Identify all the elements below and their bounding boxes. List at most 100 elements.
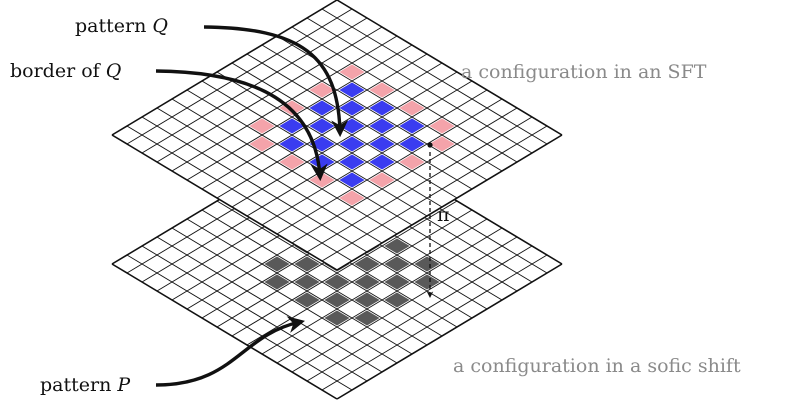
pattern-q-cell [309,100,335,116]
pattern-p-cell [294,274,320,290]
pi-label: π [437,204,450,226]
border-q-cell [249,136,275,152]
sft-grid-line [321,8,548,145]
sofic-grid-line [231,200,458,337]
sofic-grid-line [186,218,413,355]
sofic-grid-line [216,200,443,337]
sft-grid-background [112,0,562,270]
border-q-cell [279,154,305,170]
pattern-q-cell [339,100,365,116]
pattern-p-cell [384,292,410,308]
sft-grid-lines [111,0,563,271]
pattern-p-arrow [155,316,305,387]
sofic-grid-line [111,263,338,400]
pattern-p-cell [414,256,440,272]
sofic-grid-line [246,209,473,346]
projection-source-dot [427,142,433,148]
pattern-q-cell [369,136,395,152]
pattern-q-cell [399,136,425,152]
sft-grid-line [231,71,458,208]
pattern-q-cell [369,100,395,116]
pattern-p-cell [264,274,290,290]
pattern-p-cell [264,256,290,272]
border-q-arrow [155,69,328,182]
sft-grid-line [306,116,533,253]
sft-grid-line [201,53,428,190]
pattern-q-label: pattern Q [75,15,168,37]
pattern-p-cell [384,238,410,254]
pattern-p-cell [324,292,350,308]
pattern-p-cell [354,274,380,290]
pattern-p-cell [324,274,350,290]
sofic-grid-line [291,236,518,373]
sofic-grid-line [171,227,398,364]
sft-grid-line [186,89,413,226]
pattern-q-cell [279,118,305,134]
sft-caption: a configuration in an SFT [461,61,707,83]
sft-grid-line [111,0,338,136]
pattern-q-cell [369,154,395,170]
sft-grid-line [216,62,443,199]
sft-grid-line [321,125,548,262]
border-q-cell [339,64,365,80]
sofic-grid-line [156,236,383,373]
sft-grid-line [246,53,473,190]
sofic-grid-line [336,263,563,400]
pattern-q-cell [339,172,365,188]
sft-grid [111,0,563,271]
sft-grid-line [336,0,563,136]
pattern-p-cell [354,292,380,308]
sft-grid-line [336,134,563,271]
pattern-q-cell [399,118,425,134]
sft-grid-line [291,26,518,163]
sft-grid-line [261,44,488,181]
pattern-q-cell [279,136,305,152]
pattern-p-label: pattern P [40,374,131,396]
sft-grid-line [306,17,533,154]
pattern-p-cell [324,310,350,326]
sofic-grid-line [321,254,548,391]
sofic-grid-line [276,227,503,364]
sft-grid-line [246,80,473,217]
sft-grid-line [276,98,503,235]
sft-grid-line [261,89,488,226]
border-q-cell [429,136,455,152]
sft-grid-line [186,44,413,181]
border-q-label: border of Q [10,60,121,82]
pattern-p-cell [384,274,410,290]
border-q-cell [369,82,395,98]
pattern-q-cell [339,82,365,98]
pattern-p-cell [294,292,320,308]
border-q-cell [309,82,335,98]
sft-grid-line [141,116,368,253]
sft-grid-line [126,8,353,145]
sofic-grid-line [201,209,428,346]
sofic-grid-line [141,245,368,382]
border-q-cell [369,172,395,188]
sofic-grid-line [306,245,533,382]
sft-grid-line [171,98,398,235]
border-q-cell [429,118,455,134]
sft-grid-line [156,107,383,244]
sofic-grid-line [126,254,353,391]
pattern-p-cell [414,274,440,290]
pattern-q-cell [339,136,365,152]
pattern-q-cells [249,64,455,206]
border-q-cell [399,154,425,170]
sft-grid-line [291,107,518,244]
border-q-cell [339,190,365,206]
sft-grid-line [111,134,338,271]
pattern-q-arrow [203,25,349,138]
sofic-caption: a configuration in a sofic shift [453,355,741,377]
sft-grid-line [126,125,353,262]
border-q-cell [249,118,275,134]
pattern-q-cell [309,118,335,134]
pattern-p-cell [354,310,380,326]
pattern-p-cell [384,256,410,272]
pattern-q-cell [369,118,395,134]
pattern-q-cell [339,154,365,170]
border-q-cell [399,100,425,116]
pattern-p-cell [294,256,320,272]
sft-grid-line [216,71,443,208]
